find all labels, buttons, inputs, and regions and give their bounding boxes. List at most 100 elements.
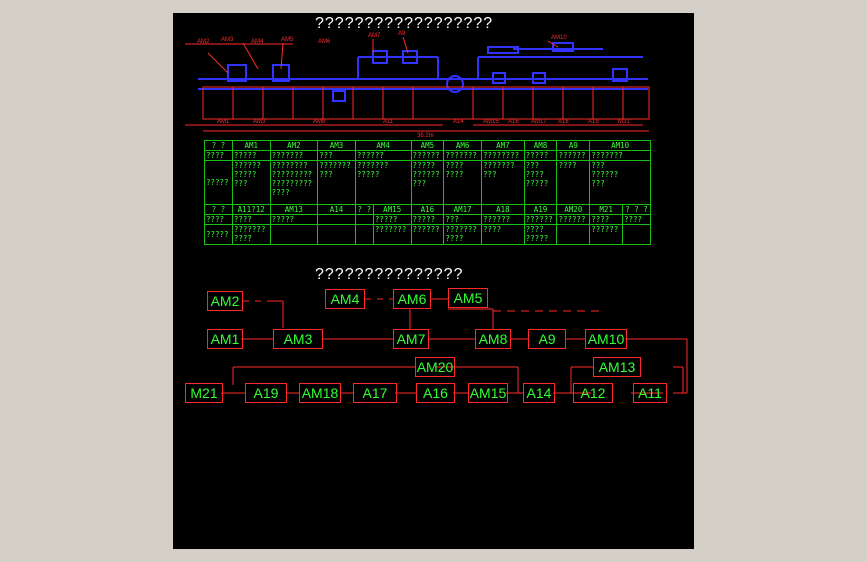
callout-am3-b: AM3: [253, 119, 266, 125]
table-cell: ???????: [589, 150, 651, 161]
table-cell: [354, 214, 374, 225]
table-cell: AM2: [269, 140, 319, 151]
callout-am2: AM2: [197, 39, 210, 45]
table-cell: ???: [443, 214, 483, 225]
flow-box-am4: AM4: [325, 289, 365, 309]
flow-title: ???????????????: [315, 266, 464, 283]
callout-a14: A14: [453, 119, 464, 125]
table-cell: ????????: [481, 150, 525, 161]
table-cell: ??????: [481, 214, 525, 225]
table-cell: ??????? ???: [481, 160, 525, 205]
table-cell: ? ?: [204, 140, 233, 151]
flow-box-a19: A19: [245, 383, 287, 403]
table-cell: ?????: [269, 214, 319, 225]
flow-box-am10: AM10: [585, 329, 627, 349]
flow-box-am15: AM15: [468, 383, 508, 403]
flow-box-a11: A11: [633, 383, 667, 403]
table-cell: [317, 214, 356, 225]
spec-table: ? ? AM1 AM2 AM3 AM4 AM5 AM6 AM7 AM8 A9 A…: [204, 140, 651, 245]
flow-box-a12: A12: [573, 383, 613, 403]
callout-a19: A19: [588, 119, 599, 125]
flow-box-a16: A16: [416, 383, 455, 403]
table-cell: ??? ?????? ???: [589, 160, 651, 205]
table-cell: AM20: [556, 204, 591, 215]
callout-am15: AM15: [483, 119, 499, 125]
table-cell: ??? ???? ?????: [523, 160, 558, 205]
table-cell: ??????: [556, 150, 591, 161]
table-cell: ??????: [556, 214, 591, 225]
dimension-label: 36.2m: [417, 133, 434, 139]
table-cell: ?????? ????? ???: [231, 160, 271, 205]
rotary-unit-icon: [446, 75, 464, 93]
table-cell: ????: [231, 214, 271, 225]
flow-box-am8: AM8: [475, 329, 511, 349]
callout-am10: AM10: [551, 35, 567, 41]
flow-box-am7: AM7: [393, 329, 429, 349]
table-cell: ??????? ???: [317, 160, 356, 205]
table-cell: A18: [481, 204, 525, 215]
table-cell: AM5: [410, 140, 445, 151]
table-cell: AM10: [589, 140, 651, 151]
callout-am6: AM6: [318, 39, 331, 45]
flow-box-a14: A14: [523, 383, 555, 403]
table-cell: ???????: [443, 150, 483, 161]
table-cell: ????: [556, 160, 591, 205]
frame-base: [202, 86, 650, 120]
flow-box-a9: A9: [528, 329, 566, 349]
callout-m21: M21: [618, 119, 630, 125]
callout-am7: AM7: [368, 33, 381, 39]
table-cell: ????: [589, 214, 623, 225]
table-cell: AM1: [231, 140, 271, 151]
table-cell: ????: [622, 214, 651, 225]
table-cell: ????: [204, 214, 233, 225]
table-cell: M21: [589, 204, 623, 215]
flow-box-m21: M21: [185, 383, 223, 403]
flow-box-am2: AM2: [207, 291, 243, 311]
table-cell: [354, 224, 374, 245]
table-cell: AM17: [443, 204, 483, 215]
flow-box-am18: AM18: [299, 383, 341, 403]
table-cell: ???? ?????: [523, 224, 558, 245]
callout-a16: A16: [508, 119, 519, 125]
table-cell: ????: [481, 224, 525, 245]
table-row-1: ???? ????? ??????? ??? ?????? ?????? ???…: [204, 150, 651, 161]
table-cell: A11?12: [231, 204, 271, 215]
table-header-row-2: ? ? A11?12 AM13 A14 ? ? AM15 A16 AM17 A1…: [204, 204, 651, 215]
table-cell: ????: [204, 150, 233, 161]
flow-box-am6: AM6: [393, 289, 431, 309]
flow-box-am1: AM1: [207, 329, 243, 349]
flow-box-a17: A17: [353, 383, 397, 403]
table-cell: ?????: [523, 150, 558, 161]
table-cell: ? ?: [204, 204, 233, 215]
table-cell: AM15: [372, 204, 412, 215]
callout-am1: AM1: [217, 119, 230, 125]
flow-box-am13: AM13: [593, 357, 641, 377]
table-cell: [317, 224, 356, 245]
table-cell: ??????? ????: [443, 224, 483, 245]
table-cell: ??????? ?????: [354, 160, 412, 205]
table-cell: [556, 224, 591, 245]
table-row-3: ???? ???? ????? ????? ????? ??? ?????? ?…: [204, 214, 651, 225]
table-cell: ???? ????: [443, 160, 483, 205]
table-cell: ?????: [231, 150, 271, 161]
table-cell: A16: [410, 204, 445, 215]
flow-connectors: [221, 298, 688, 394]
table-cell: AM7: [481, 140, 525, 151]
table-cell: ? ? ?: [622, 204, 651, 215]
table-cell: ?????: [410, 214, 445, 225]
table-cell: ?????: [204, 160, 233, 205]
callout-a18: A18: [558, 119, 569, 125]
callout-am5: AM5: [281, 37, 294, 43]
table-cell: AM8: [523, 140, 558, 151]
table-cell: ???????: [269, 150, 319, 161]
table-cell: ???: [317, 150, 356, 161]
table-cell: ? ?: [354, 204, 374, 215]
callout-am3: AM3: [221, 37, 234, 43]
drawing-sheet: AM2 AM3 AM4 AM5 AM6 AM7 A9 AM10 AM1 AM3 …: [173, 13, 694, 549]
table-cell: ??????: [410, 150, 445, 161]
table-cell: [269, 224, 319, 245]
table-cell: ?????: [372, 214, 412, 225]
callout-am4: AM4: [251, 39, 264, 45]
callout-a9: A9: [398, 31, 406, 37]
table-cell: AM13: [269, 204, 319, 215]
